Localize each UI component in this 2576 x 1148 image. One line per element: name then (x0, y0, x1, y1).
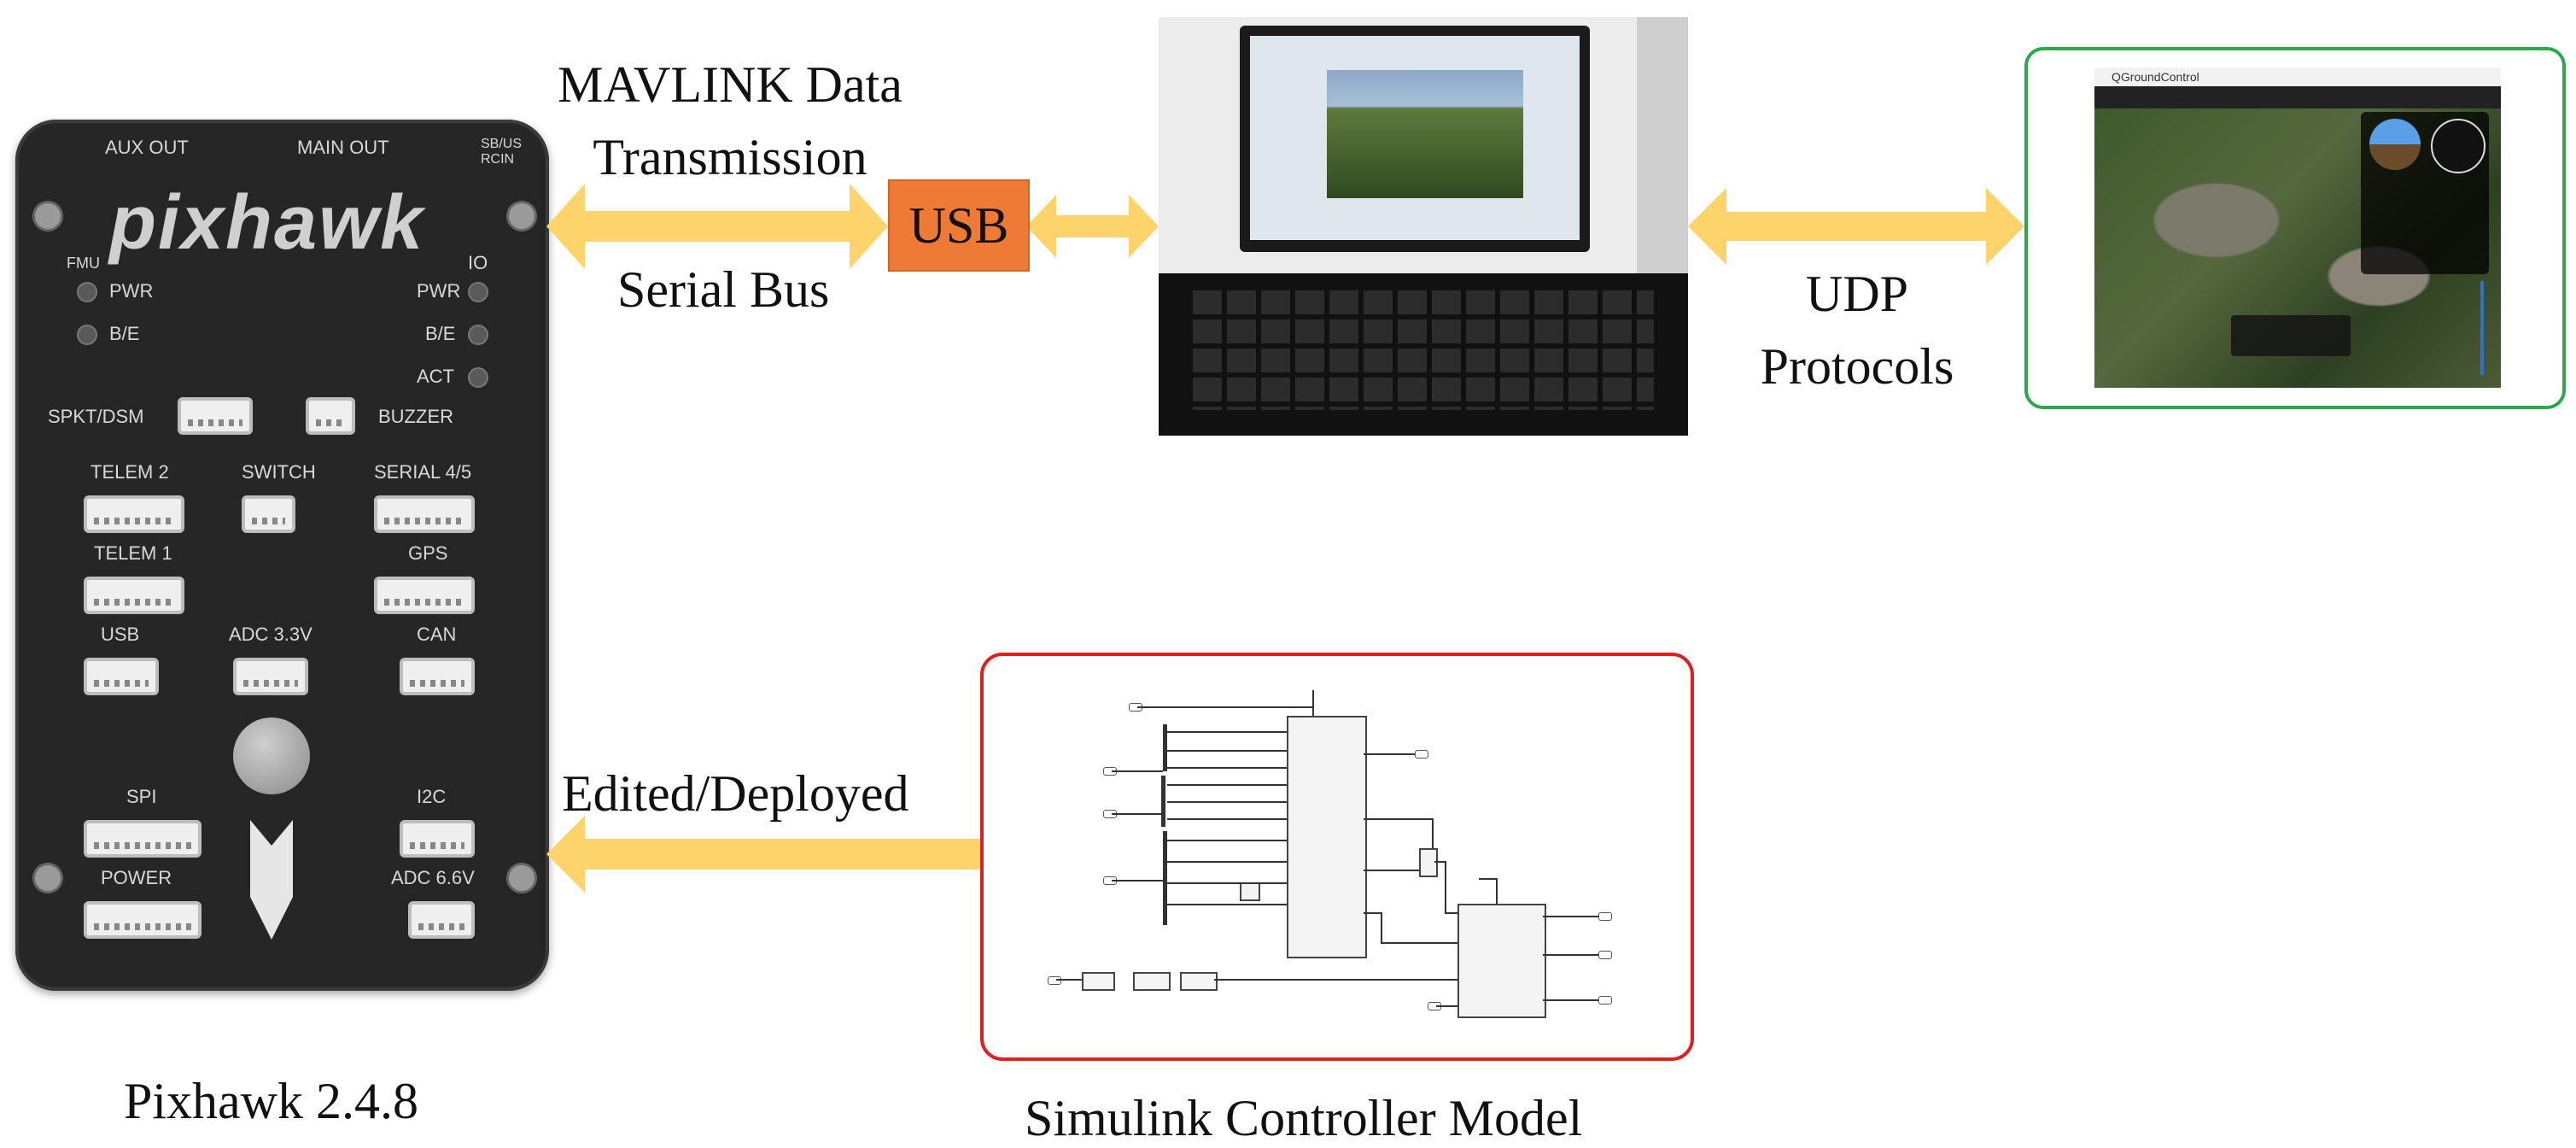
be-led-icon (77, 325, 97, 345)
udp-label-line1: UDP (1805, 266, 1909, 322)
telem2-label: TELEM 2 (91, 461, 169, 483)
laptop-photo (1159, 17, 1688, 436)
edited-deployed-label: Edited/Deployed (562, 765, 909, 822)
altitude-slider (2480, 281, 2484, 375)
pixhawk-logo: pixhawk (109, 180, 425, 266)
simulink-caption: Simulink Controller Model (1025, 1090, 1583, 1146)
power-label: POWER (101, 867, 172, 888)
spi-label: SPI (126, 786, 157, 807)
be-left-label: B/E (109, 323, 140, 344)
serial45-port (374, 495, 475, 533)
screw-icon (506, 863, 537, 893)
be-led-icon (468, 325, 488, 345)
mavlink-double-arrow (546, 184, 888, 269)
adc33-label: ADC 3.3V (229, 624, 313, 645)
screw-icon (506, 201, 537, 231)
telem2-port (84, 495, 184, 533)
safety-button-icon (233, 718, 310, 794)
qgroundcontrol-window: QGroundControl (2094, 67, 2501, 388)
usb-port (84, 658, 159, 695)
attitude-indicator-icon (2369, 119, 2421, 170)
edited-deployed-arrow (546, 816, 980, 893)
spkt-port (178, 397, 253, 435)
i2c-label: I2C (417, 786, 447, 807)
usb-box: USB (888, 179, 1030, 272)
telem1-label: TELEM 1 (94, 542, 172, 564)
flight-instrument-panel (2361, 112, 2489, 274)
act-led-icon (468, 367, 488, 388)
gps-port (374, 577, 475, 614)
position-attitude-controller-block (1287, 716, 1367, 958)
output-port (1598, 951, 1612, 959)
act-label: ACT (417, 366, 454, 387)
mavlink-label-line1: MAVLINK Data (558, 56, 902, 113)
simulink-model-frame (980, 653, 1694, 1061)
i2c-port (400, 820, 475, 858)
spkt-label: SPKT/DSM (48, 406, 144, 427)
attitude-controller-block (1457, 904, 1546, 1018)
direction-arrow-icon (250, 820, 293, 940)
buzzer-label: BUZZER (378, 406, 453, 427)
io-label: IO (468, 252, 488, 273)
can-port (400, 658, 475, 695)
takeoff-dialog (2231, 315, 2351, 356)
spi-port (84, 820, 202, 858)
main-out-label: MAIN OUT (297, 137, 389, 158)
switch-port (242, 495, 295, 533)
serial45-label: SERIAL 4/5 (374, 461, 472, 483)
power-port (84, 901, 202, 939)
input-port (1048, 976, 1061, 985)
pwr-left-label: PWR (109, 280, 154, 302)
buzzer-port (306, 397, 355, 435)
adc33-port (233, 658, 308, 695)
laptop-keyboard (1159, 273, 1688, 436)
pixhawk-caption: Pixhawk 2.4.8 (124, 1073, 418, 1129)
simulation-view (1327, 70, 1523, 198)
fmu-label: FMU (67, 255, 100, 272)
can-label: CAN (417, 624, 457, 645)
output-port (1415, 750, 1428, 758)
udp-label-line2: Protocols (1760, 338, 1954, 395)
usb-box-label: USB (908, 197, 1009, 254)
screw-icon (32, 863, 63, 893)
pwr-right-label: PWR (417, 280, 461, 302)
output-port (1598, 912, 1612, 921)
usb-label: USB (101, 624, 140, 645)
output-port (1598, 996, 1612, 1004)
mavlink-label-line2: Transmission (593, 129, 867, 185)
serial-bus-label: Serial Bus (617, 261, 830, 318)
sbus-label: SB/US RCIN (481, 137, 523, 167)
aux-out-label: AUX OUT (105, 137, 189, 158)
qgc-toolbar (2094, 86, 2501, 108)
udp-double-arrow (1688, 188, 2024, 265)
compass-icon (2431, 119, 2485, 173)
be-right-label: B/E (425, 323, 456, 344)
pwr-led-icon (77, 282, 97, 302)
screw-icon (32, 201, 63, 231)
telem1-port (84, 577, 184, 614)
usb-laptop-double-arrow (1026, 195, 1159, 258)
pwr-led-icon (468, 282, 488, 302)
qgc-window-title: QGroundControl (2112, 70, 2199, 84)
laptop-screen (1240, 26, 1590, 252)
pixhawk-board-image: AUX OUT MAIN OUT SB/US RCIN pixhawk FMU … (15, 120, 549, 991)
qgroundcontrol-frame: QGroundControl (2024, 47, 2566, 409)
adc66-port (408, 901, 475, 939)
adc66-label: ADC 6.6V (391, 867, 475, 888)
gps-label: GPS (408, 542, 448, 564)
switch-label: SWITCH (242, 461, 316, 483)
